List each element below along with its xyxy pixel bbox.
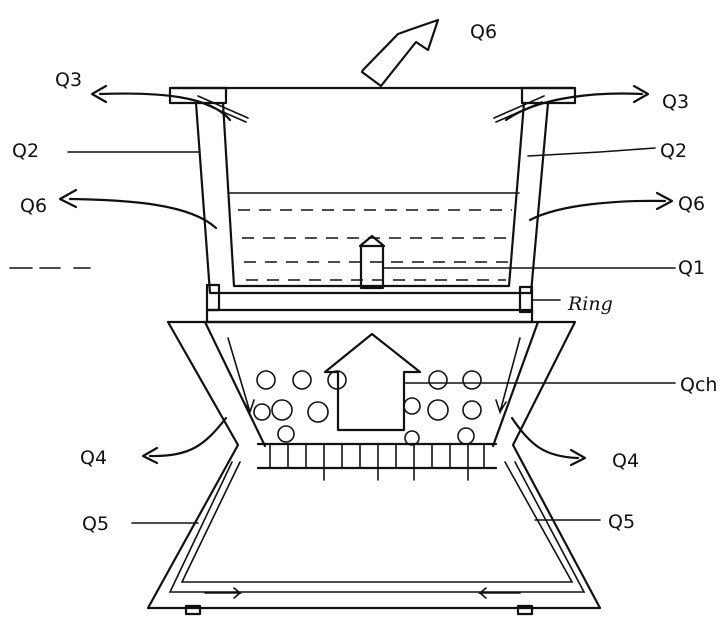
label-q5-right: Q5 xyxy=(608,511,635,533)
skirt-channel-line xyxy=(180,461,574,583)
pot-inner-wall xyxy=(221,101,526,288)
label-q5-left: Q5 xyxy=(82,513,109,535)
heat-flow-arrows xyxy=(58,84,674,467)
label-q4-right: Q4 xyxy=(612,450,639,472)
label-qch: Qch xyxy=(680,374,717,396)
q3-right-arrow xyxy=(504,92,644,122)
label-q3-left: Q3 xyxy=(55,69,82,91)
top-radiation-arrow xyxy=(360,18,440,88)
q4-right-arrow xyxy=(510,416,580,460)
q1-probe xyxy=(358,234,676,290)
label-q6-top: Q6 xyxy=(470,21,497,43)
skirt-inner-wall xyxy=(168,461,586,593)
inflow-arrows xyxy=(227,337,521,415)
charcoal-pieces xyxy=(253,370,482,446)
stove-body xyxy=(146,320,676,616)
label-q1: Q1 xyxy=(678,257,705,279)
label-q3-right: Q3 xyxy=(662,91,689,113)
label-q4-left: Q4 xyxy=(80,447,107,469)
pot-outer-wall xyxy=(194,101,550,295)
q4-left-arrow xyxy=(148,416,228,458)
q6-right-arrow xyxy=(528,199,667,222)
cooking-pot xyxy=(168,86,577,295)
label-q2-right: Q2 xyxy=(660,140,687,162)
q2-right-leader xyxy=(527,147,656,157)
ring xyxy=(205,283,561,324)
q6-left-arrow xyxy=(68,197,218,230)
q3-left-arrow xyxy=(98,92,232,122)
label-q6-right: Q6 xyxy=(678,193,705,215)
stove-outer-shell xyxy=(146,320,602,610)
qch-heat-arrow xyxy=(323,332,676,432)
leader-lines xyxy=(9,147,656,524)
label-q2-left: Q2 xyxy=(12,140,39,162)
label-ring: Ring xyxy=(567,293,613,315)
grate-bars xyxy=(269,443,485,481)
label-q6-left: Q6 xyxy=(20,195,47,217)
